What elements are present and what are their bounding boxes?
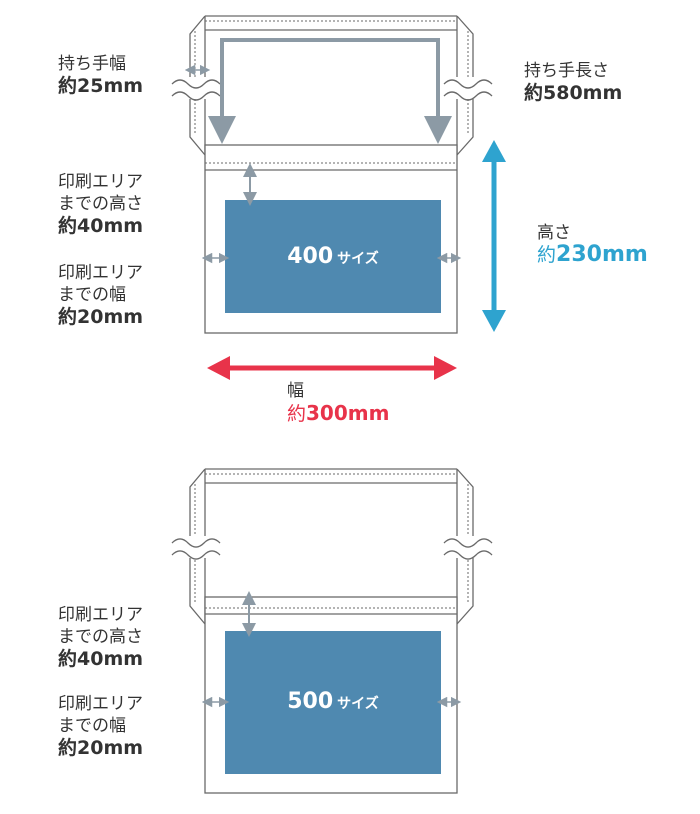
width-arrow — [207, 356, 457, 380]
print-side-distance-label-500: 印刷エリア までの幅 約20mm — [58, 694, 144, 759]
print-top-distance-label-400: 印刷エリア までの高さ 約40mm — [58, 172, 144, 237]
print-area-400 — [225, 200, 441, 313]
print-side-distance-label-400: 印刷エリア までの幅 約20mm — [58, 263, 144, 328]
handle-length-bracket — [208, 38, 452, 144]
bag-500-handle-break-marks — [171, 536, 493, 560]
width-label: 幅 約300mm — [287, 381, 390, 425]
handle-length-label: 持ち手長さ 約580mm — [524, 61, 623, 104]
handle-width-label: 持ち手幅 約25mm — [58, 54, 144, 97]
height-arrow — [482, 140, 506, 332]
print-top-distance-label-500: 印刷エリア までの高さ 約40mm — [58, 605, 144, 670]
bag-400-handle-top — [205, 15, 457, 31]
bag-400-handle-break-marks — [171, 77, 493, 101]
bag-500-handle-top — [205, 468, 457, 484]
height-label: 高さ 約230mm — [537, 223, 648, 267]
print-area-500 — [225, 631, 441, 774]
